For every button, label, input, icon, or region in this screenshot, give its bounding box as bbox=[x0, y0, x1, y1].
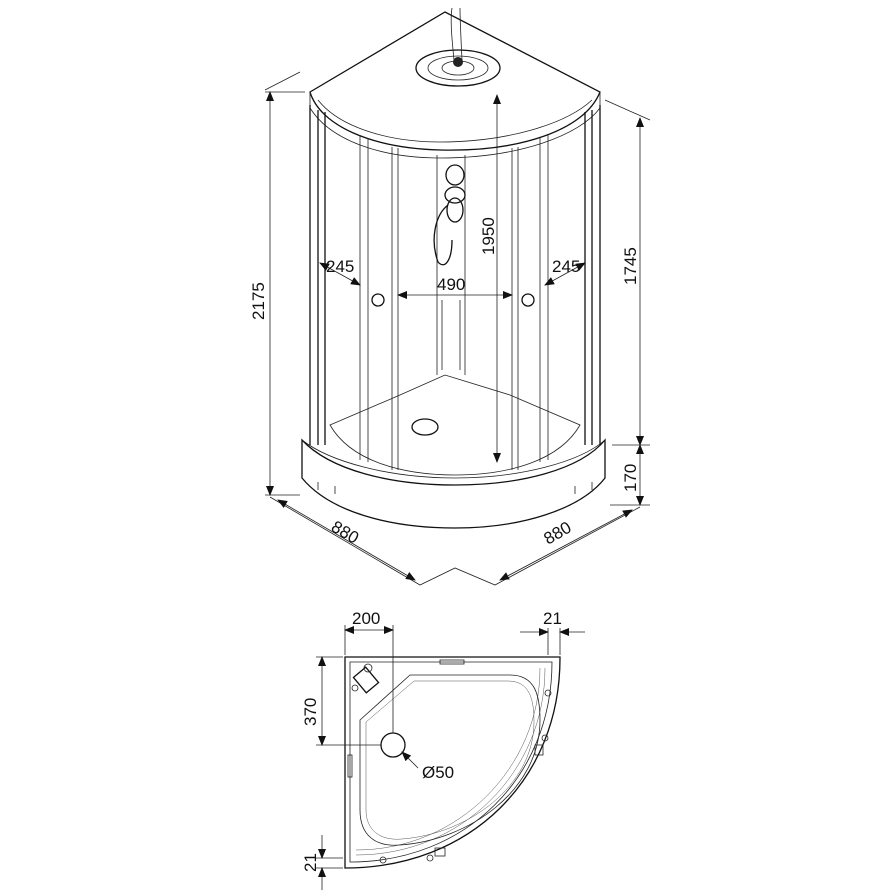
dim-depth-left: 880 bbox=[328, 517, 362, 548]
roof-rim bbox=[309, 92, 601, 159]
dim-total-height: 2175 bbox=[249, 282, 268, 320]
dim-depth-right: 880 bbox=[541, 518, 575, 549]
right-door-handle bbox=[521, 293, 535, 307]
plan-glass bbox=[355, 667, 546, 856]
left-door-handle bbox=[371, 293, 385, 307]
tray-feet bbox=[317, 482, 593, 494]
roof-outline bbox=[309, 11, 601, 151]
tray-drain-3d bbox=[411, 418, 439, 436]
plan-drain bbox=[380, 732, 406, 758]
dim-cabin-height: 1745 bbox=[621, 247, 640, 285]
dim-side-left: 245 bbox=[326, 257, 354, 276]
plan-top-mark bbox=[439, 659, 465, 665]
plan-inner-1 bbox=[349, 661, 553, 863]
plan-handle-bottom bbox=[434, 847, 446, 857]
left-frame bbox=[309, 105, 326, 445]
plan-roller-4 bbox=[379, 856, 387, 864]
plan-outer bbox=[344, 656, 561, 869]
plan-handle-right bbox=[534, 744, 544, 756]
hand-shower bbox=[433, 164, 466, 266]
plan-roller-3 bbox=[426, 854, 434, 862]
rain-shower bbox=[415, 7, 501, 87]
center-column bbox=[436, 155, 466, 375]
back-panel-lines bbox=[359, 135, 549, 470]
dim-inner-height: 1950 bbox=[479, 217, 498, 255]
dimension-lines-3d bbox=[264, 71, 651, 586]
dim-drain-offset-y: 370 bbox=[301, 698, 320, 726]
plan-tray-bowl bbox=[359, 674, 541, 846]
tray-top-rim bbox=[301, 439, 606, 479]
dimension-lines-plan bbox=[316, 625, 585, 890]
dim-drain-diameter: Ø50 bbox=[422, 763, 454, 782]
plan-corner-fitting bbox=[351, 663, 380, 694]
dim-wall-gap-top: 21 bbox=[543, 609, 562, 628]
dim-wall-gap-left: 21 bbox=[301, 853, 320, 872]
plan-roller-2 bbox=[541, 734, 549, 742]
roof-inner bbox=[317, 99, 593, 143]
cabin-3d-view bbox=[301, 7, 606, 529]
tray-body bbox=[301, 438, 606, 529]
right-frame bbox=[584, 105, 601, 445]
dim-tray-height: 170 bbox=[621, 464, 640, 492]
plan-tray-bowl-inner bbox=[365, 680, 535, 840]
tray-inner bbox=[329, 374, 581, 476]
plan-roller-1 bbox=[544, 689, 552, 697]
dim-door-width: 490 bbox=[437, 275, 465, 294]
dim-side-right: 245 bbox=[552, 257, 580, 276]
plan-left-mark bbox=[347, 754, 353, 778]
dim-drain-offset-x: 200 bbox=[352, 609, 380, 628]
